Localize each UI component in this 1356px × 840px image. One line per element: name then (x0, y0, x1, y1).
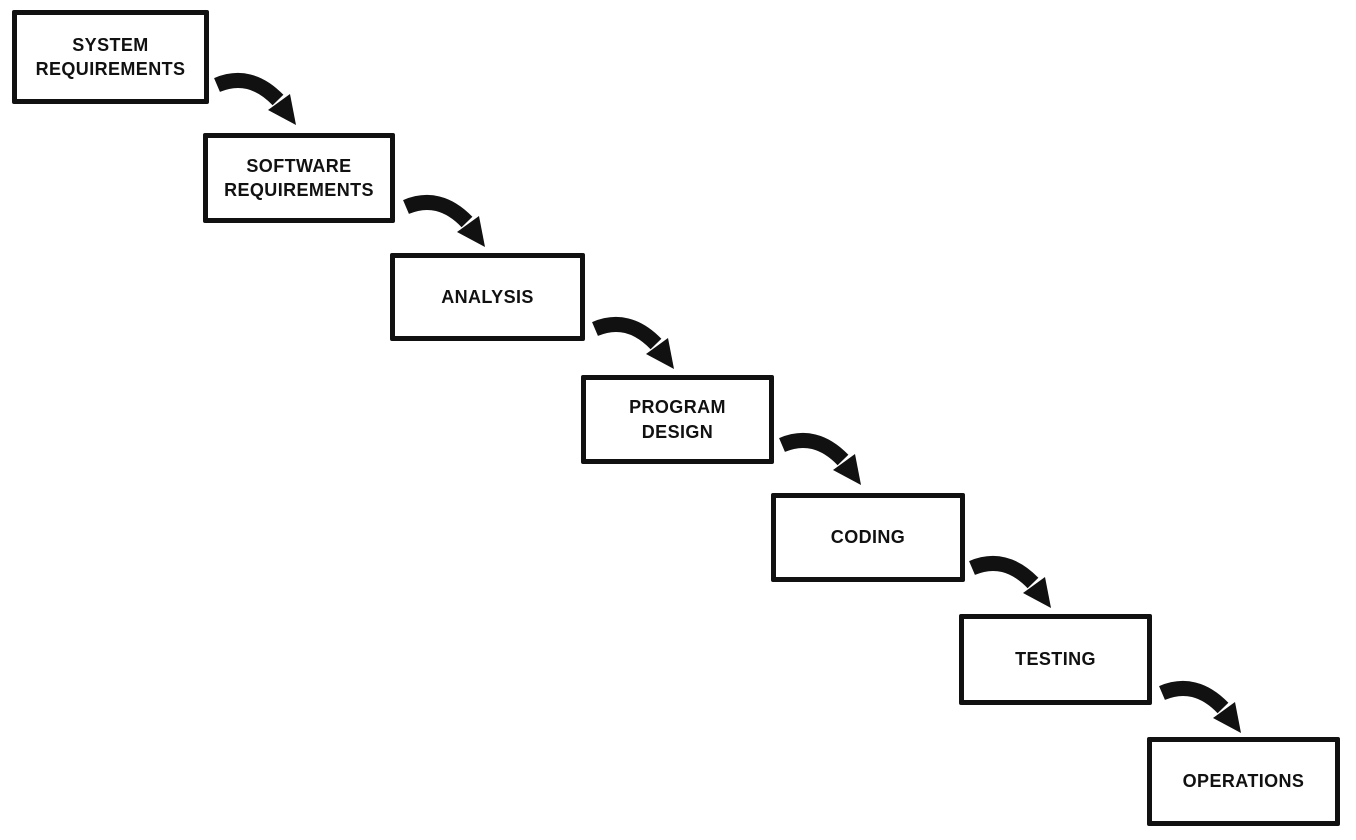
step-label: ANALYSIS (441, 286, 534, 307)
flow-arrow-icon (214, 72, 296, 125)
flow-arrow-icon (592, 316, 674, 369)
step-label: PROGRAM DESIGN (629, 397, 726, 442)
flow-arrow-icon (969, 555, 1051, 608)
step-label: OPERATIONS (1182, 771, 1305, 792)
step-box-program-design: PROGRAM DESIGN (581, 375, 774, 464)
step-label: SOFTWARE REQUIREMENTS (224, 155, 374, 200)
step-box-operations: OPERATIONS (1147, 737, 1340, 826)
step-box-coding: CODING (771, 493, 965, 582)
step-box-system-requirements: SYSTEM REQUIREMENTS (12, 10, 209, 104)
step-label: CODING (830, 527, 906, 548)
flow-arrow-icon (779, 432, 861, 485)
step-box-analysis: ANALYSIS (390, 253, 585, 341)
step-label: SYSTEM REQUIREMENTS (35, 34, 186, 79)
step-box-testing: TESTING (959, 614, 1152, 705)
step-box-software-requirements: SOFTWARE REQUIREMENTS (203, 133, 395, 223)
step-label: TESTING (1015, 649, 1096, 670)
flow-arrow-icon (1159, 680, 1241, 733)
flow-arrow-icon (403, 194, 485, 247)
